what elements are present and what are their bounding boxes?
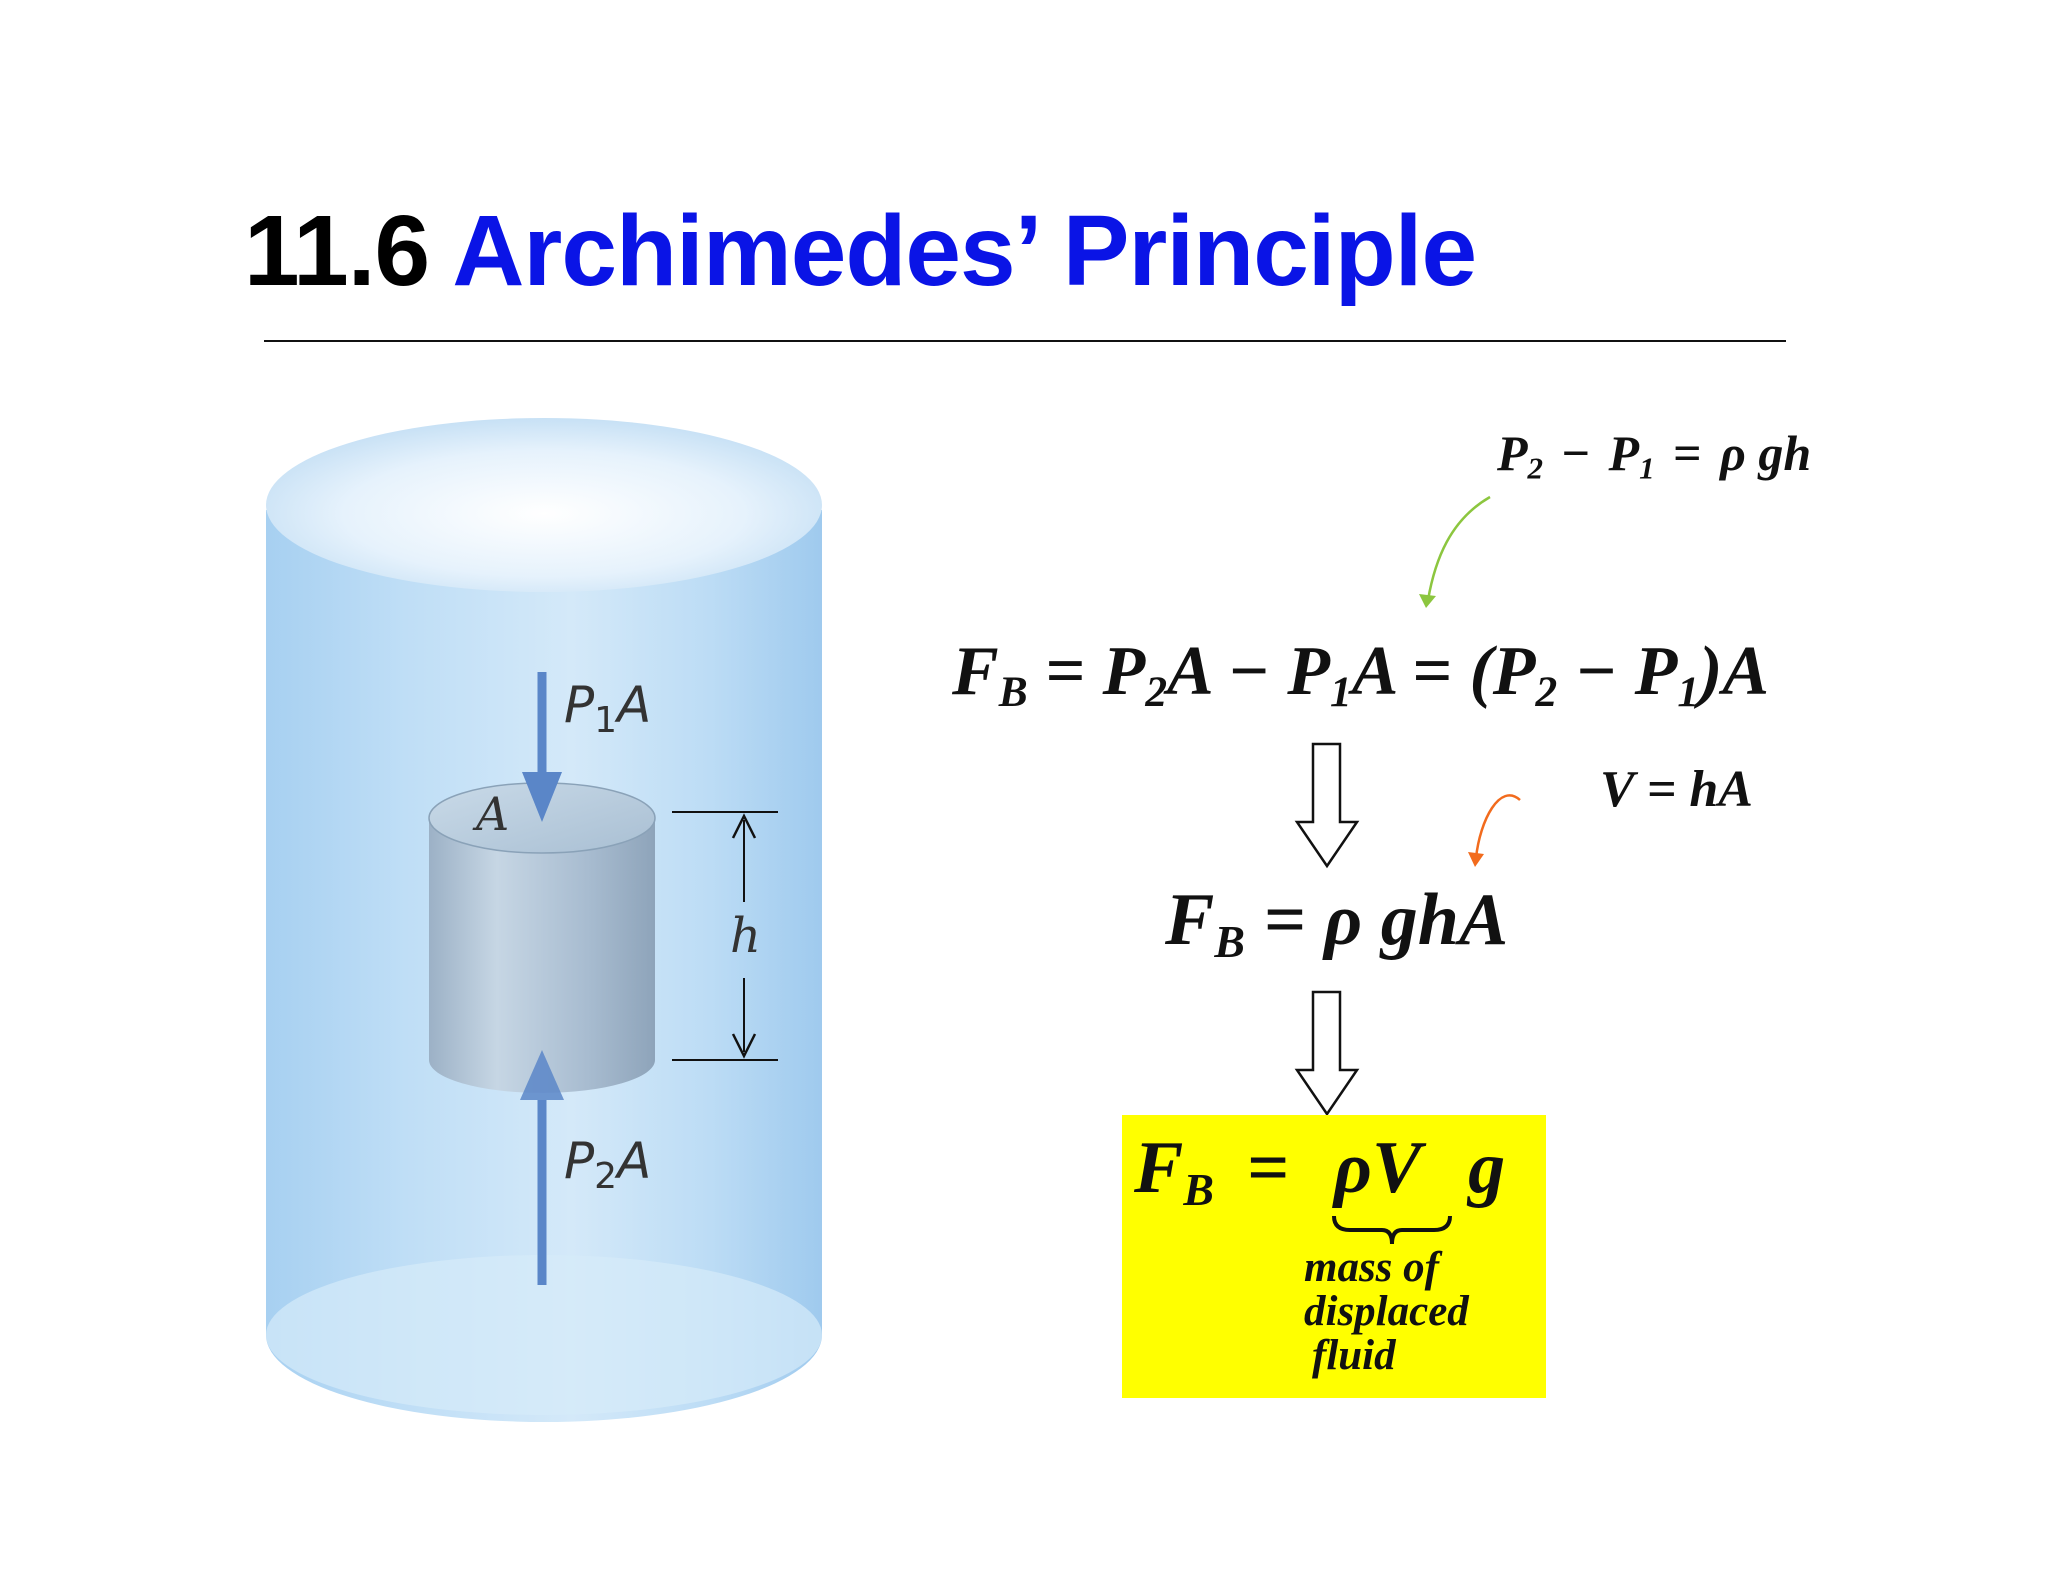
derivation-arrow-2 xyxy=(1294,990,1360,1117)
page-title: 11.6 Archimedes’ Principle xyxy=(244,195,1477,307)
bottom-force-label: P2A xyxy=(564,1132,651,1197)
final-equation-box xyxy=(1122,1115,1546,1398)
height-label: h xyxy=(730,908,761,964)
dimension-down-arrow xyxy=(731,1033,757,1059)
mass-of-displaced-fluid-note: mass of displaced fluid xyxy=(1304,1246,1469,1378)
section-number: 11.6 xyxy=(244,195,430,307)
area-label: A xyxy=(472,787,509,841)
note-line-3: fluid xyxy=(1312,1332,1396,1379)
orange-pointer-arrow xyxy=(1474,794,1521,859)
title-divider xyxy=(264,340,1786,342)
fluid-surface xyxy=(266,418,822,592)
green-arrowhead xyxy=(1419,594,1436,608)
volume-equation: V = hA xyxy=(1600,761,1753,818)
fluid-bottom xyxy=(266,1255,822,1415)
dimension-up-arrow xyxy=(731,813,757,839)
buoyant-force-equation: FB = P2A − P1A = (P2 − P1)A xyxy=(952,633,1770,717)
bottom-force-arrowhead xyxy=(520,1050,564,1100)
derivation-arrow-1 xyxy=(1294,742,1360,869)
top-force-label: P1A xyxy=(564,676,651,741)
green-pointer-arrow xyxy=(1426,495,1491,601)
final-equation: FB = ρV g xyxy=(1134,1127,1506,1215)
orange-arrowhead xyxy=(1468,852,1484,867)
top-force-arrowhead xyxy=(522,772,562,822)
note-line-1: mass of xyxy=(1304,1244,1439,1291)
section-title: Archimedes’ Principle xyxy=(452,195,1477,307)
fb-rho-gha-equation: FB = ρ ghA xyxy=(1165,879,1509,967)
underbrace xyxy=(1332,1215,1452,1245)
note-line-2: displaced xyxy=(1304,1288,1469,1335)
pressure-difference-equation: P2 − P1 = ρ gh xyxy=(1497,425,1812,486)
submerged-object xyxy=(429,818,655,1093)
